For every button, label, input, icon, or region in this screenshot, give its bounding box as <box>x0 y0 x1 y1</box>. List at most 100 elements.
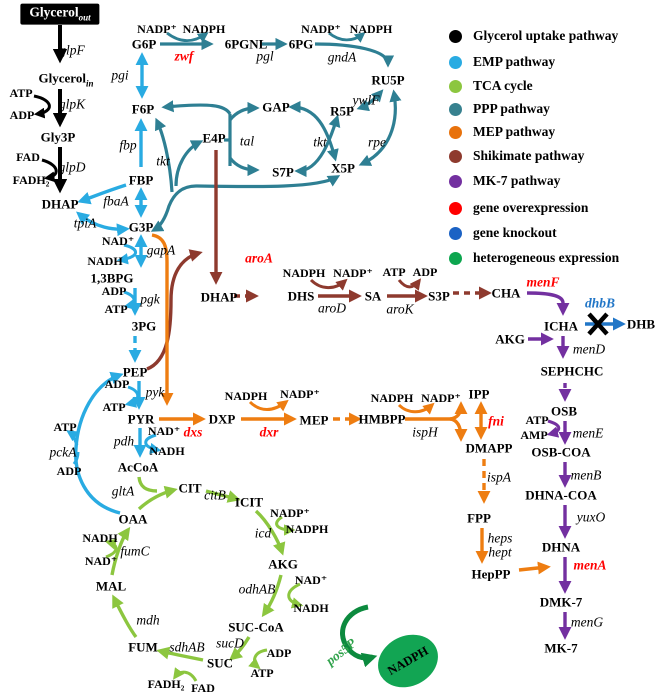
legend-dot-emp-icon <box>449 55 462 69</box>
cofactor-nad: NAD⁺ <box>84 554 118 568</box>
cofactor-atp: ATP <box>9 86 33 100</box>
legend-dot-glycerol-icon <box>449 29 462 43</box>
node-x5p: X5P <box>331 160 355 176</box>
enzyme-dxr: dxr <box>259 424 279 440</box>
cofactor-adp: ADP <box>101 284 127 298</box>
nadph-pool-ellipse <box>378 634 438 688</box>
cofactor-atp: ATP <box>53 420 77 434</box>
node-glycerol-in: Glycerolin <box>38 70 94 89</box>
enzyme-menE: menE <box>572 425 604 441</box>
cofactor-adp: ADP <box>266 646 292 660</box>
node-mk7: MK-7 <box>544 640 578 656</box>
cofactor-nadp: NADP⁺ <box>421 391 461 405</box>
node-oaa: OAA <box>118 511 148 527</box>
node-akg-tca: AKG <box>268 556 298 572</box>
enzyme-glpK: glpK <box>58 96 86 112</box>
shikimate-pathway-arrows <box>146 150 492 371</box>
cofactor-fad: FAD <box>16 150 40 164</box>
enzyme-gndA: gndA <box>327 49 357 65</box>
node-heppp: HepPP <box>471 566 511 582</box>
node-g6p: G6P <box>131 36 157 52</box>
node-fum: FUM <box>128 639 158 655</box>
node-dhna: DHNA <box>541 539 581 555</box>
node-dhb: DHB <box>626 316 656 332</box>
legend-item-shikimate: Shikimate pathway <box>449 148 584 164</box>
legend-item-ppp: PPP pathway <box>449 101 550 117</box>
cofactor-adp: ADP <box>104 377 130 391</box>
enzyme-menA: menA <box>573 557 607 573</box>
enzyme-tkt-right: tkt <box>313 134 327 150</box>
enzyme-heps: heps <box>487 530 513 546</box>
enzyme-pgk: pgk <box>140 291 160 307</box>
legend-item-overexpression: gene overexpression <box>449 200 588 216</box>
pos5p-arrows <box>340 604 438 688</box>
node-dhnacoa: DHNA-COA <box>525 487 597 503</box>
enzyme-menF: menF <box>526 274 560 290</box>
cofactor-nadp: NADP⁺ <box>137 22 177 36</box>
node-osb: OSB <box>550 403 578 419</box>
cofactor-amp: AMP <box>520 428 548 442</box>
cofactor-atp: ATP <box>250 666 274 680</box>
enzyme-aroA: aroA <box>245 250 273 266</box>
legend-dot-overexpression-icon <box>449 201 462 215</box>
enzyme-odhAB: odhAB <box>238 581 276 597</box>
enzyme-tpiA: tpiA <box>73 215 97 231</box>
node-dxp: DXP <box>208 411 236 427</box>
cofactor-nadp: NADP⁺ <box>333 266 373 280</box>
legend-dot-mep-icon <box>449 125 462 139</box>
cofactor-nadph: NADPH <box>370 391 414 405</box>
node-sa: SA <box>364 288 382 304</box>
tca-cycle-arrows <box>104 476 304 682</box>
cofactor-fad: FAD <box>191 681 215 695</box>
legend-dot-knockout-icon <box>449 226 462 240</box>
legend-item-heterogeneous: heterogeneous expression <box>449 250 619 266</box>
node-e4p: E4P <box>202 130 226 146</box>
enzyme-dxs: dxs <box>183 424 203 440</box>
legend-item-mk7: MK-7 pathway <box>449 173 560 189</box>
cofactor-nad: NAD⁺ <box>147 424 181 438</box>
enzyme-rpe: rpe <box>368 134 386 150</box>
cofactor-fadh2: FADH₂ <box>12 173 50 187</box>
enzyme-icd: icd <box>254 525 272 541</box>
node-accoa: AcCoA <box>117 459 159 475</box>
ppp-pathway-arrows <box>150 31 402 232</box>
knockout-x-icon <box>587 312 609 336</box>
node-suc: SUC <box>206 655 234 671</box>
node-g3p: G3P <box>128 219 154 235</box>
cofactor-nadph: NADPH <box>285 522 329 536</box>
node-icit: ICIT <box>234 494 264 510</box>
node-mep: MEP <box>299 412 329 428</box>
node-mal: MAL <box>95 578 127 594</box>
cofactor-atp: ATP <box>382 265 406 279</box>
enzyme-sucD: sucD <box>216 635 244 651</box>
legend-item-tca: TCA cycle <box>449 78 533 94</box>
node-osbcoa: OSB-COA <box>531 444 591 460</box>
enzyme-tal: tal <box>239 133 255 149</box>
node-cha: CHA <box>491 285 521 301</box>
cofactor-nadh: NADH <box>82 531 118 545</box>
cofactor-atp: ATP <box>104 302 128 316</box>
cofactor-nadh: NADH <box>149 444 185 458</box>
mep-pathway-arrows <box>151 233 551 575</box>
cofactor-adp: ADP <box>56 464 82 478</box>
node-sephchc: SEPHCHC <box>540 363 604 379</box>
enzyme-fni: fni <box>488 413 504 429</box>
enzyme-citB: citB <box>204 487 226 503</box>
legend-dot-mk7-icon <box>449 174 462 188</box>
node-dmk7: DMK-7 <box>539 594 583 610</box>
node-fbp: FBP <box>128 172 154 188</box>
node-icha: ICHA <box>544 318 578 334</box>
cofactor-nadph: NADPH <box>282 266 326 280</box>
node-f6p: F6P <box>131 101 155 117</box>
mk7-pathway-arrows <box>526 291 572 640</box>
enzyme-ywlF: ywlF <box>352 92 380 108</box>
enzyme-menG: menG <box>570 614 604 630</box>
legend-item-glycerol: Glycerol uptake pathway <box>449 28 618 44</box>
legend-item-mep: MEP pathway <box>449 124 555 140</box>
node-akg-mk7: AKG <box>495 331 525 347</box>
cofactor-fadh2: FADH₂ <box>147 677 185 691</box>
cofactor-atp: ATP <box>102 400 126 414</box>
node-gly3p: Gly3P <box>40 129 76 145</box>
